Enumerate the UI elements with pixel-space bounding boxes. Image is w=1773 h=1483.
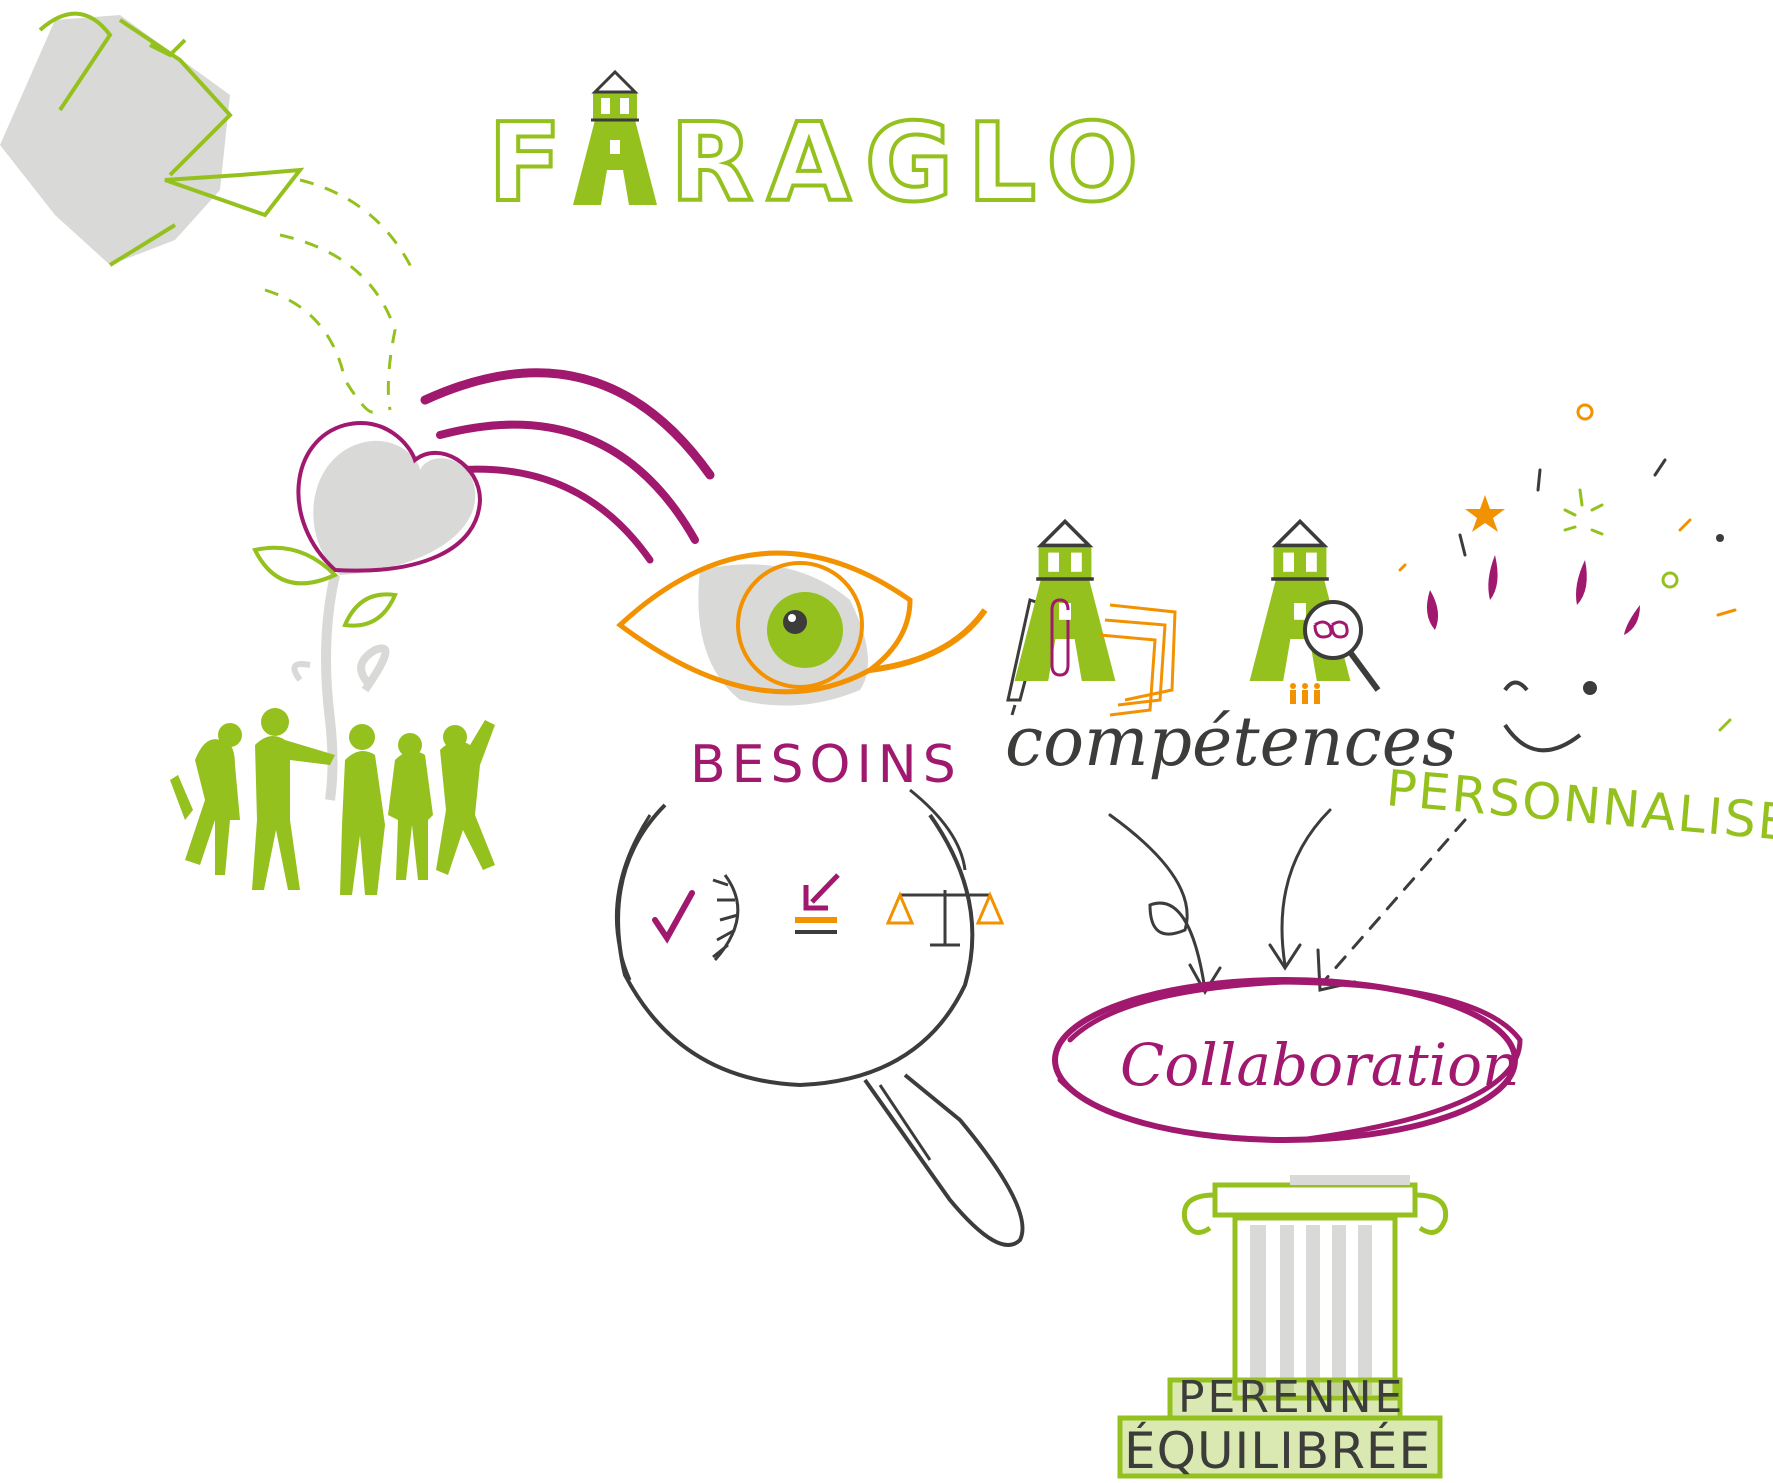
collaboration-label: Collaboration (1120, 1031, 1519, 1099)
flow-arrows (1108, 808, 1467, 995)
personnalisees-label: PERSONNALISÉES (1384, 758, 1773, 858)
sparkles (1398, 403, 1737, 732)
people-group-icon (170, 708, 495, 895)
mini-people (1290, 683, 1320, 704)
column-icon (1117, 1175, 1449, 1479)
laurel-icon (712, 874, 740, 961)
lighthouse-icon (571, 70, 659, 207)
competences-label: compétences (1005, 703, 1457, 782)
smiley-face-icon (1503, 680, 1597, 753)
eye-icon (616, 550, 988, 706)
magenta-arcs (420, 368, 715, 564)
brand-title: F RAGLO (486, 70, 1152, 228)
water-drops (264, 178, 417, 414)
heart-icon (296, 421, 483, 575)
documents-icon (1099, 603, 1177, 717)
star-icon (1465, 495, 1505, 532)
collaboration-ellipse (1052, 977, 1523, 1143)
equilibree-label: ÉQUILIBRÉE (1124, 1421, 1431, 1480)
scales-icon (885, 890, 1005, 947)
watering-can-icon (0, 11, 305, 267)
title-letter-f: F (488, 101, 566, 226)
besoins-label: BESOINS (690, 735, 962, 795)
glasses-icon (1303, 600, 1381, 692)
arrow-down-icon (795, 873, 840, 934)
checkmark-icon (652, 890, 695, 944)
plant-icon (252, 545, 398, 801)
magnifier-icon (614, 788, 1025, 1247)
perenne-label: PERENNE (1178, 1372, 1405, 1423)
title-letters-raglo: RAGLO (670, 101, 1152, 226)
paperclip-icon (1050, 598, 1070, 677)
